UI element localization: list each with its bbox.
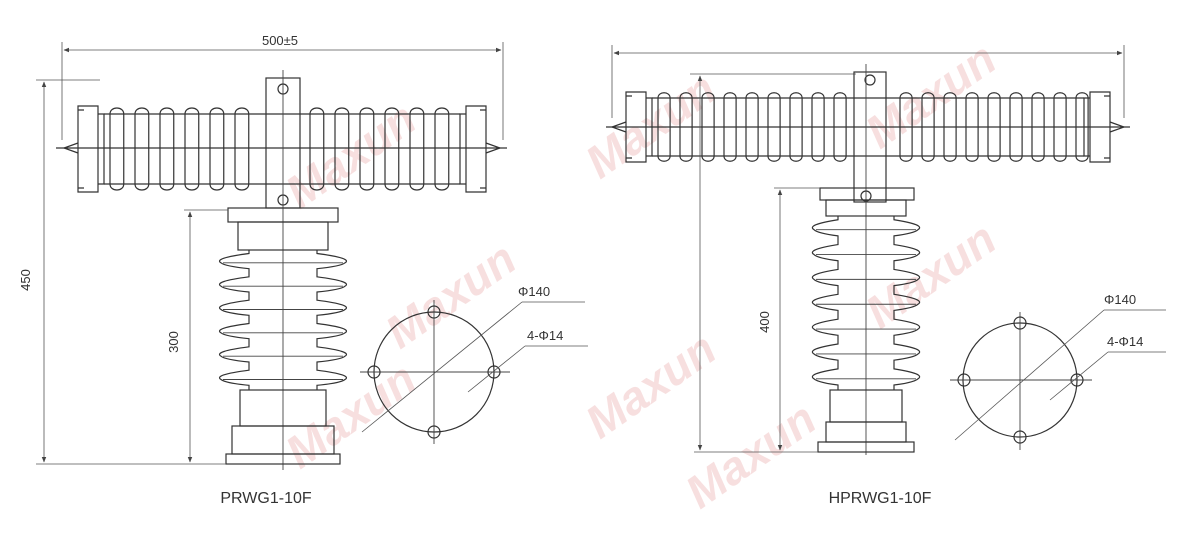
tube-shed [1009,92,1023,162]
tube-shed [767,92,781,162]
watermark-text: Maxun [276,352,425,478]
model-label-left: PRWG1-10F [220,490,312,507]
dim-holes-right: 4-Φ14 [1107,334,1143,349]
dim-height-400: 400 [757,311,772,333]
right-flange-view [950,309,1166,450]
tube-shed [921,92,935,162]
dim-holes-left: 4-Φ14 [527,328,563,343]
tube-shed [811,92,825,162]
watermark-text: Maxun [856,212,1005,338]
watermark-text: Maxun [576,62,725,188]
tube-shed [409,107,425,191]
watermark-text: Maxun [676,392,825,518]
tube-shed [679,92,693,162]
tube-shed [384,107,400,191]
watermark-text: Maxun [376,232,525,358]
tube-shed [234,107,250,191]
tube-shed [899,92,913,162]
tube-shed [1053,92,1067,162]
dim-diameter-140-left: Φ140 [518,284,550,299]
watermark-text: Maxun [276,92,425,218]
tube-shed [134,107,150,191]
dim-width-500: 500±5 [262,33,298,48]
dim-height-300: 300 [166,331,181,353]
tube-shed [987,92,1001,162]
tube-shed [701,92,715,162]
tube-shed [1075,92,1089,162]
watermark-text: Maxun [576,322,725,448]
tube-shed [184,107,200,191]
tube-shed [1031,92,1045,162]
watermark-text: Maxun [856,32,1005,158]
tube-shed [965,92,979,162]
tube-shed [309,107,325,191]
tube-shed [359,107,375,191]
dim-diameter-140-right: Φ140 [1104,292,1136,307]
post-shed-right-edge [316,250,347,390]
post-shed-right-edge [893,216,921,390]
tube-shed [109,107,125,191]
left-fuse-tube [56,70,507,470]
tube-shed [209,107,225,191]
tube-shed [833,92,847,162]
left-post-insulator [219,207,347,465]
model-label-right: HPRWG1-10F [829,490,932,507]
tube-shed [943,92,957,162]
tube-shed [723,92,737,162]
tube-shed [434,107,450,191]
tube-shed [334,107,350,191]
tube-shed [745,92,759,162]
left-flange-view [360,300,588,444]
right-post-insulator [811,187,921,453]
post-shed-left-edge [811,216,839,390]
right-assembly: 400 Φ140 4-Φ14 HPRWG1-10F [606,45,1166,507]
left-assembly: 500±5 [18,33,588,507]
dim-height-450: 450 [18,269,33,291]
post-shed-left-edge [219,250,250,390]
tube-shed [657,92,671,162]
tube-shed [159,107,175,191]
tube-shed [789,92,803,162]
right-fuse-tube [606,64,1130,455]
